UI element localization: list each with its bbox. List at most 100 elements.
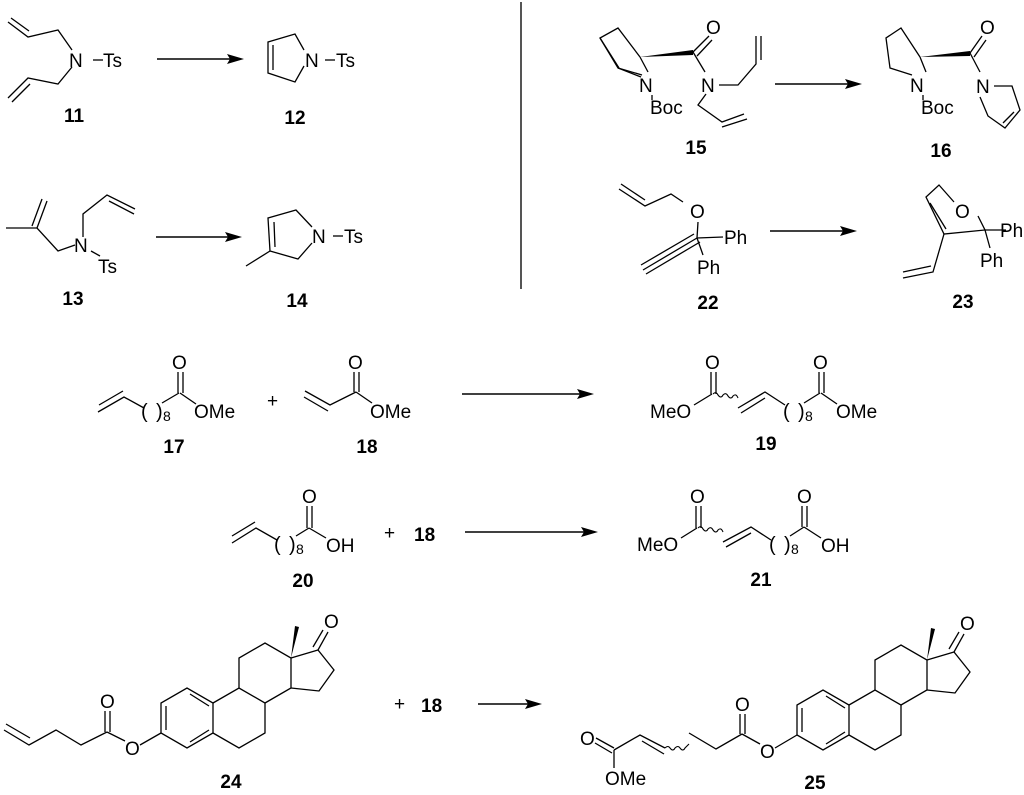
atom-o1: O (705, 353, 720, 374)
compound-13: N Ts 13 (6, 194, 136, 310)
atom-meo: MeO (650, 402, 691, 423)
atom-o2: O (797, 487, 812, 508)
atom-n-amide: N (976, 77, 990, 98)
compound-20: ( ) 8 O OH 20 (231, 487, 355, 592)
wavy-bond (697, 526, 724, 533)
atom-n-ring: N (910, 76, 924, 97)
atom-o2: O (813, 353, 828, 374)
plus-sign: + (394, 694, 405, 715)
atom-n-amide: N (701, 76, 715, 97)
atom-o1: O (580, 729, 595, 750)
compound-label-24: 24 (220, 772, 242, 793)
atom-o: O (955, 202, 970, 223)
compound-label-17: 17 (163, 437, 184, 458)
paren-open: ( (769, 534, 776, 556)
atom-oh: OH (326, 536, 355, 557)
reaction-arrow (478, 699, 542, 709)
atom-ts: Ts (344, 227, 363, 248)
atom-o1: O (690, 487, 705, 508)
atom-ts: Ts (98, 257, 117, 278)
paren-open: ( (783, 401, 790, 423)
compound-18: O OMe 18 (303, 353, 411, 458)
compound-ref-18: 18 (421, 696, 442, 717)
compound-ref-18: 18 (414, 525, 435, 546)
plus-sign: + (384, 523, 395, 544)
compound-label-11: 11 (64, 106, 85, 127)
reaction-arrow (156, 232, 242, 242)
atom-ome: OMe (836, 402, 877, 423)
atom-boc: Boc (650, 98, 683, 119)
compound-11: N Ts 11 (7, 17, 122, 127)
atom-ome: OMe (605, 769, 646, 790)
atom-oh: OH (821, 536, 850, 557)
atom-ome: OMe (370, 402, 411, 423)
compound-15: O N N Boc 15 (599, 18, 762, 159)
plus-sign: + (267, 391, 278, 412)
wavy-bond (712, 392, 739, 399)
compound-label-21: 21 (750, 570, 772, 591)
paren-open: ( (274, 534, 281, 556)
reaction-arrow (465, 527, 598, 537)
atom-ph2: Ph (980, 251, 1003, 272)
atom-o: O (302, 487, 317, 508)
compound-12: N Ts 12 (267, 33, 355, 129)
reaction-arrow (157, 54, 244, 64)
compound-label-12: 12 (284, 108, 305, 129)
atom-ph1: Ph (724, 228, 747, 249)
compound-23: O Ph Ph 23 (902, 184, 1023, 313)
repeat-count: 8 (296, 541, 304, 557)
compound-label-22: 22 (697, 293, 718, 314)
reaction-arrow (462, 389, 594, 399)
repeat-count: 8 (163, 408, 171, 424)
atom-meo: MeO (637, 535, 678, 556)
compound-label-23: 23 (952, 292, 973, 313)
paren-close: ) (289, 534, 296, 556)
atom-o: O (348, 353, 363, 374)
atom-o: O (706, 18, 721, 39)
compound-label-18: 18 (356, 437, 377, 458)
compound-label-13: 13 (62, 289, 83, 310)
paren-close: ) (798, 401, 805, 423)
wavy-bond (664, 743, 690, 751)
atom-n: N (305, 51, 319, 72)
reaction-arrow (770, 226, 857, 236)
compound-label-15: 15 (685, 138, 707, 159)
atom-n: N (74, 236, 88, 257)
atom-o1: O (100, 692, 115, 713)
atom-n: N (312, 227, 326, 248)
atom-o: O (690, 202, 705, 223)
compound-label-16: 16 (930, 141, 951, 162)
compound-14: N Ts 14 (245, 209, 363, 312)
compound-19: MeO O ( ) 8 O OMe 19 (650, 353, 877, 455)
atom-o3: O (760, 742, 775, 763)
repeat-count: 8 (805, 408, 813, 424)
compound-21: MeO O ( ) 8 O OH 21 (637, 487, 850, 591)
paren-open: ( (141, 401, 148, 423)
atom-n-ring: N (639, 76, 653, 97)
paren-close: ) (156, 401, 163, 423)
atom-ts: Ts (336, 51, 355, 72)
compound-16: O N N Boc 16 (885, 18, 1021, 162)
atom-ph2: Ph (697, 258, 720, 279)
compound-label-20: 20 (292, 571, 313, 592)
atom-ome: OMe (194, 402, 235, 423)
paren-close: ) (784, 534, 791, 556)
compound-22: O Ph Ph 22 (618, 183, 747, 314)
atom-ph1: Ph (1000, 221, 1023, 242)
atom-o: O (980, 18, 995, 39)
compound-label-19: 19 (755, 434, 776, 455)
atom-o3: O (324, 612, 339, 633)
atom-o2: O (735, 695, 750, 716)
compound-25: O OMe O O O 25 (580, 614, 975, 794)
compound-label-25: 25 (804, 773, 826, 794)
repeat-count: 8 (791, 541, 799, 557)
compound-label-14: 14 (286, 291, 308, 312)
atom-o2: O (125, 739, 140, 760)
atom-o: O (172, 353, 187, 374)
compound-24: O O O 24 (3, 612, 339, 793)
atom-boc: Boc (921, 98, 954, 119)
compound-17: ( ) 8 O OMe 17 (97, 353, 235, 458)
atom-o4: O (960, 614, 975, 635)
atom-n: N (69, 51, 83, 72)
